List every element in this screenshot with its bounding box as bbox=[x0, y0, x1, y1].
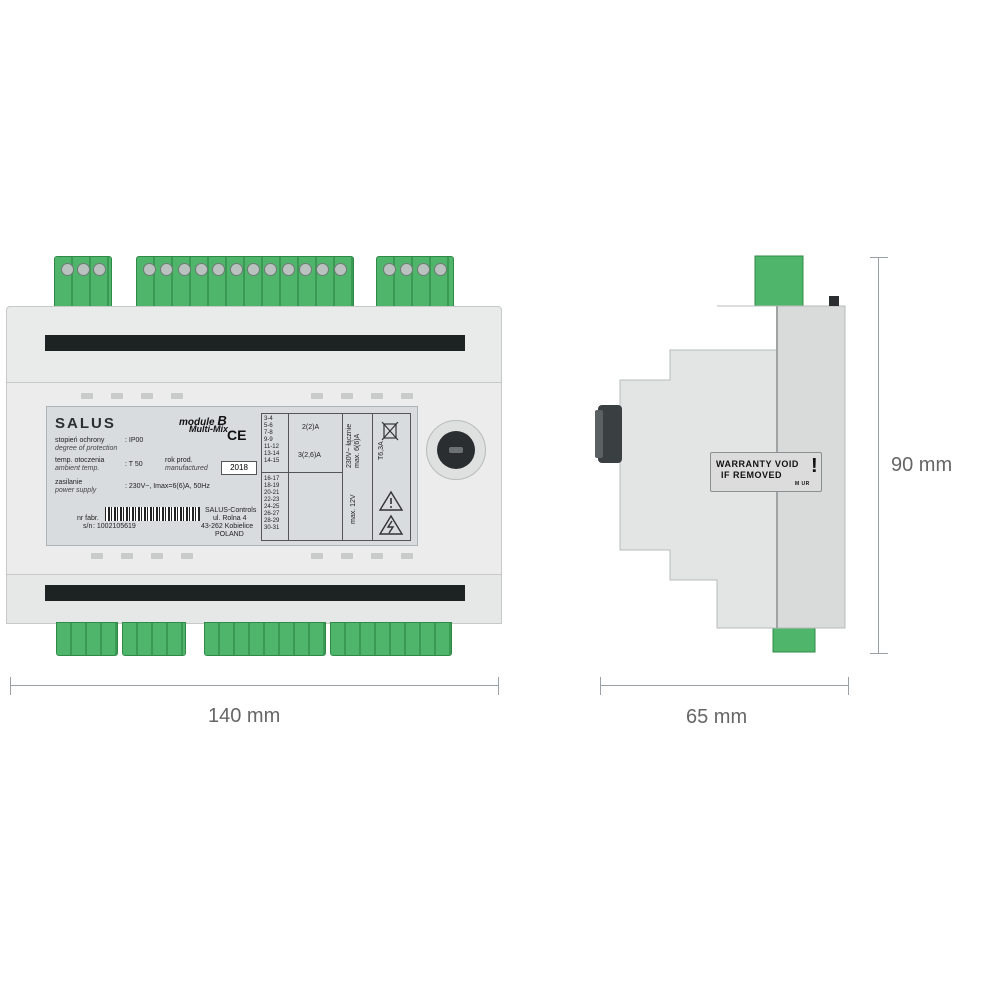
voltage-rating: 230V~ łącznie max. 6(6)A bbox=[346, 423, 361, 468]
vent bbox=[371, 393, 383, 399]
current-rating-1: 2(2)A bbox=[302, 424, 320, 431]
high-voltage-icon bbox=[378, 514, 404, 535]
terminal-pair-label: 28-29 bbox=[264, 518, 280, 524]
width-dimension-line bbox=[10, 685, 498, 686]
terminal-pair-label: 5-6 bbox=[264, 423, 273, 429]
serial-label-en: s/n bbox=[83, 523, 93, 530]
ambient-value: : T 50 bbox=[125, 461, 143, 468]
height-dimension-label: 90 mm bbox=[891, 454, 953, 476]
warranty-line-1: WARRANTY VOID bbox=[716, 459, 799, 469]
serial-label: nr fabr. bbox=[77, 515, 99, 522]
address-line-3: 43-262 Kobielice bbox=[201, 523, 254, 530]
ce-mark: CE bbox=[227, 427, 247, 443]
current-rating-2: 3(2,6)A bbox=[298, 452, 321, 459]
brand-logo: SALUS bbox=[55, 415, 116, 432]
model-name: Multi-Mix bbox=[189, 424, 228, 434]
supply-value: : 230V~, Imax=6(6)A, 50Hz bbox=[125, 483, 210, 490]
terminal-pair-label: 24-25 bbox=[264, 504, 280, 510]
bottom-terminal-block-2 bbox=[122, 622, 186, 656]
year-label-pl: rok prod. bbox=[165, 457, 193, 464]
bottom-terminal-block-4 bbox=[330, 622, 452, 656]
barcode bbox=[105, 507, 200, 521]
dimension-tick bbox=[600, 677, 601, 695]
top-terminal-block-1 bbox=[54, 256, 112, 308]
weee-bin-icon bbox=[381, 421, 399, 441]
serial-value: : 1002105619 bbox=[93, 523, 136, 530]
dimension-tick bbox=[870, 653, 888, 654]
vent bbox=[401, 393, 413, 399]
module-title: module B bbox=[179, 413, 227, 428]
housing-slot-bottom bbox=[45, 585, 465, 601]
terminal-pair-label: 3-4 bbox=[264, 416, 273, 422]
year-label-en: manufactured bbox=[165, 465, 208, 472]
top-terminal-block-3 bbox=[376, 256, 454, 308]
vent bbox=[111, 393, 123, 399]
terminal-pair-label: 13-14 bbox=[264, 451, 280, 457]
fuse-rating: T6,3A bbox=[378, 441, 385, 460]
supply-label-en: power supply bbox=[55, 487, 97, 494]
supply-label-pl: zasilanie bbox=[55, 479, 83, 486]
bottom-terminal-block-1 bbox=[56, 622, 118, 656]
vent bbox=[151, 553, 163, 559]
depth-dimension-line bbox=[600, 685, 848, 686]
warranty-small-text: M UR bbox=[795, 481, 810, 487]
vent bbox=[171, 393, 183, 399]
vent bbox=[141, 393, 153, 399]
vent bbox=[341, 393, 353, 399]
address-line-2: ul. Rolna 4 bbox=[213, 515, 247, 522]
terminal-pair-label: 30-31 bbox=[264, 525, 280, 531]
width-dimension-label: 140 mm bbox=[208, 705, 281, 727]
low-voltage-rating: max. 12V bbox=[350, 494, 357, 524]
terminal-pair-label: 11-12 bbox=[264, 444, 279, 450]
terminal-pair-label: 26-27 bbox=[264, 511, 280, 517]
terminal-pair-label: 20-21 bbox=[264, 490, 280, 496]
product-label: SALUS module B Multi-Mix CE stopień ochr… bbox=[46, 406, 418, 546]
dimension-tick bbox=[870, 257, 888, 258]
protection-label-pl: stopień ochrony bbox=[55, 437, 105, 444]
terminal-pair-label: 16-17 bbox=[264, 476, 280, 482]
warranty-line-2: IF REMOVED bbox=[721, 470, 783, 480]
dimension-tick bbox=[848, 677, 849, 695]
ambient-label-pl: temp. otoczenia bbox=[55, 457, 105, 464]
housing-slot-top bbox=[45, 335, 465, 351]
terminal-pair-label: 18-19 bbox=[264, 483, 280, 489]
vent bbox=[371, 553, 383, 559]
depth-dimension-label: 65 mm bbox=[686, 706, 748, 728]
terminal-pair-label: 9-9 bbox=[264, 437, 273, 443]
year-value: 2018 bbox=[221, 461, 257, 475]
exclamation-mark: ! bbox=[811, 455, 818, 477]
housing-lower bbox=[6, 574, 502, 624]
dimension-tick bbox=[498, 677, 499, 695]
warning-triangle-icon bbox=[378, 490, 404, 511]
front-view-module: SALUS module B Multi-Mix CE stopień ochr… bbox=[6, 256, 502, 656]
warranty-void-sticker: WARRANTY VOID IF REMOVED ! M UR bbox=[710, 452, 822, 492]
address-line-4: POLAND bbox=[215, 531, 244, 538]
protection-value: : IP00 bbox=[125, 437, 144, 444]
address-line-1: SALUS-Controls bbox=[205, 507, 257, 514]
housing-upper bbox=[6, 306, 502, 388]
terminal-pair-label: 7-8 bbox=[264, 430, 273, 436]
height-dimension-line bbox=[878, 257, 879, 653]
terminal-pair-label: 14-15 bbox=[264, 458, 280, 464]
vent bbox=[181, 553, 193, 559]
vent bbox=[341, 553, 353, 559]
protection-label-en: degree of protection bbox=[55, 445, 118, 452]
vent bbox=[91, 553, 103, 559]
vent bbox=[121, 553, 133, 559]
terminal-pair-label: 22-23 bbox=[264, 497, 280, 503]
vent bbox=[401, 553, 413, 559]
dimension-tick bbox=[10, 677, 11, 695]
bottom-terminal-block-3 bbox=[204, 622, 326, 656]
vent bbox=[311, 553, 323, 559]
fuse-holder bbox=[426, 420, 486, 480]
vent bbox=[311, 393, 323, 399]
ambient-label-en: ambient temp. bbox=[55, 465, 100, 472]
vent bbox=[81, 393, 93, 399]
top-terminal-block-2 bbox=[136, 256, 354, 308]
